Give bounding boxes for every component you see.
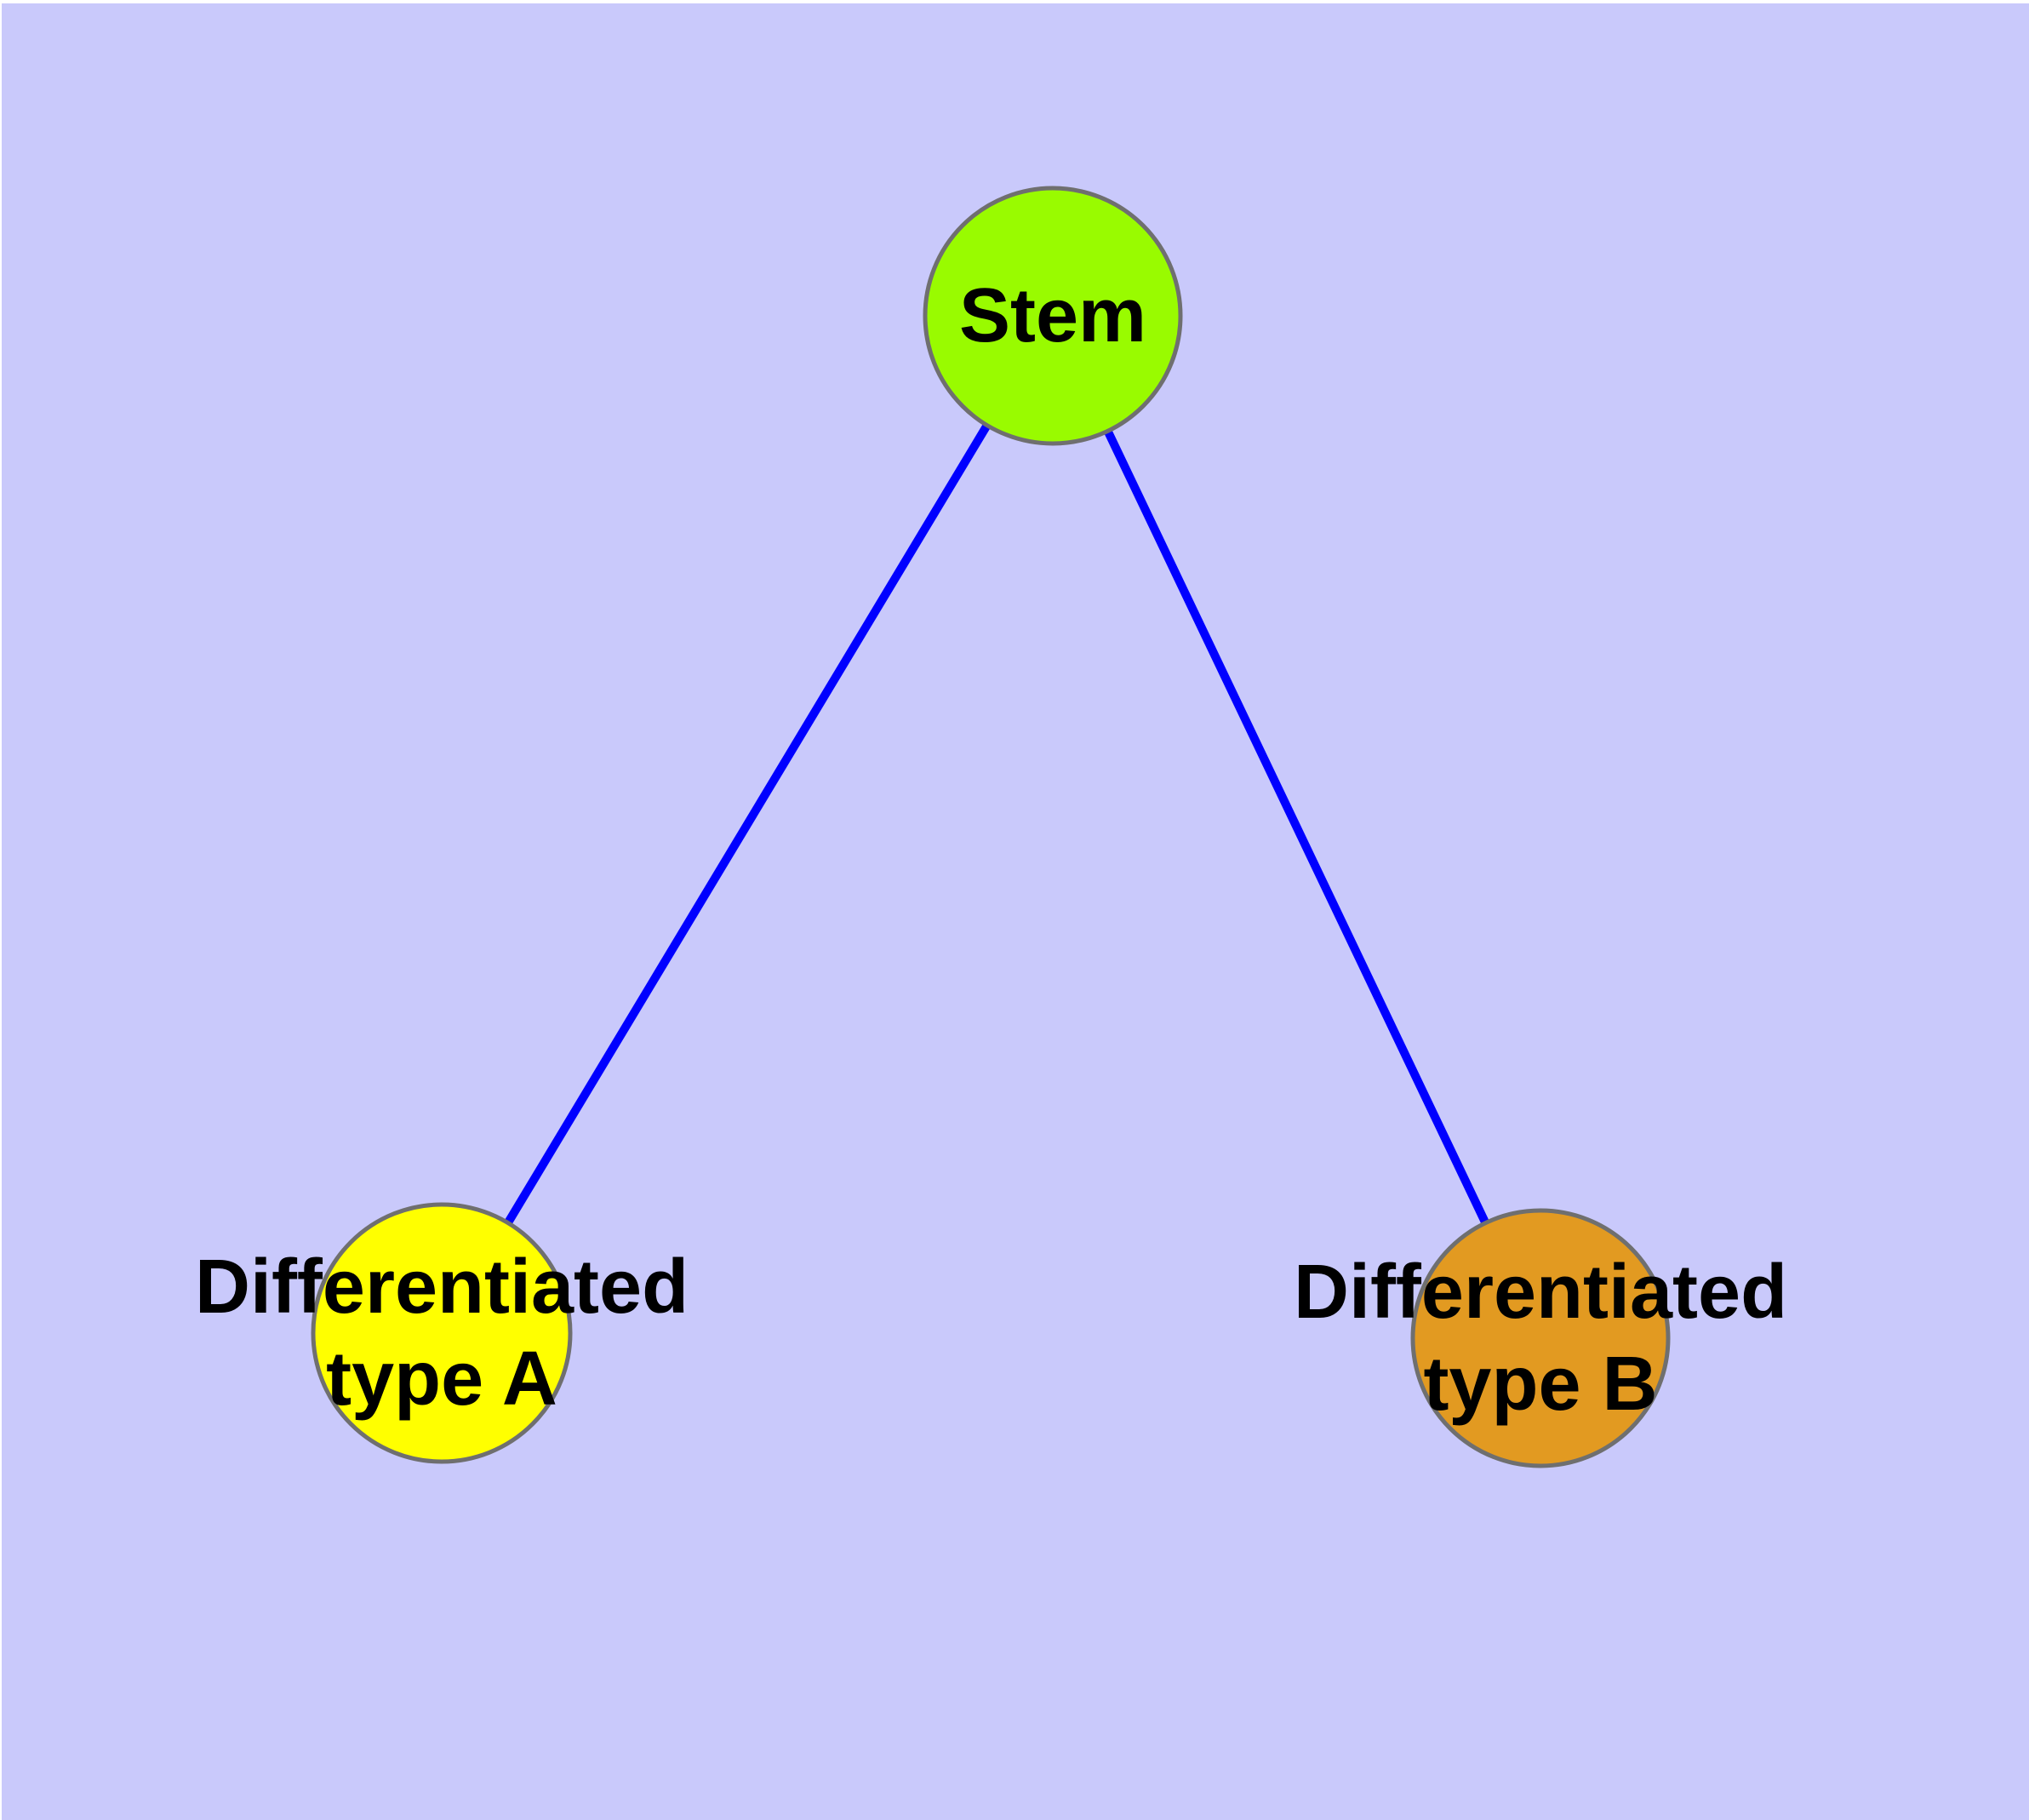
edge-stem-to-type-b — [1049, 313, 1545, 1341]
node-type-b-label-line-1: Differentiated — [1293, 1250, 1788, 1335]
node-type-b-label-line-2: type B — [1423, 1342, 1658, 1427]
node-type-a-label-line-2: type A — [326, 1336, 557, 1422]
node-stem-label: Stem — [959, 270, 1146, 362]
node-differentiated-type-b — [1410, 1208, 1671, 1468]
node-stem-label-line: Stem — [958, 273, 1147, 358]
node-differentiated-type-b-label: Differentiated type B — [1294, 1246, 1787, 1430]
node-stem — [923, 186, 1183, 446]
node-differentiated-type-a-label: Differentiated type A — [195, 1241, 689, 1425]
node-type-a-label-line-1: Differentiated — [194, 1245, 689, 1330]
node-differentiated-type-a — [311, 1202, 573, 1464]
edge-stem-to-type-a — [437, 313, 1057, 1336]
